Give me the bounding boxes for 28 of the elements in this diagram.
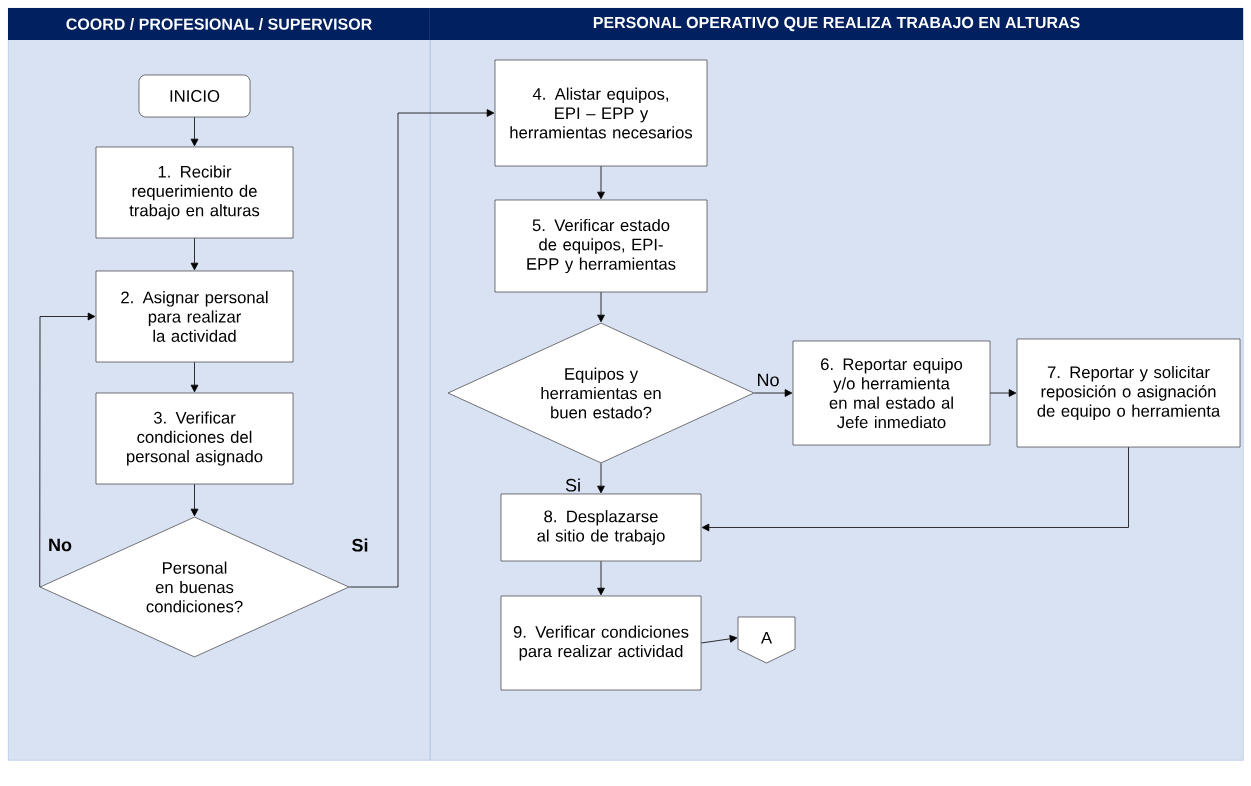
process-box: 4. Alistar equipos, EPI – EPP y herramientas necesarios — [494, 59, 708, 167]
arrow — [190, 116, 199, 147]
arrow — [597, 291, 605, 323]
process-box: 1. Recibir requerimiento de trabajo en alturas — [95, 146, 294, 239]
offpage-connector: A — [737, 616, 796, 664]
arrow — [190, 237, 199, 271]
arrow — [190, 361, 199, 393]
process-box: 2. Asignar personal para realizar la actividad — [95, 270, 294, 363]
process-box: 7. Reportar y solicitar reposición o asignación de equipo o herramienta — [1016, 338, 1241, 448]
arrow — [701, 446, 1129, 532]
arrow — [39, 312, 96, 588]
process-box: 8. Desplazarse al sitio de trabajo — [500, 493, 702, 562]
arrow — [597, 462, 605, 494]
arrow — [597, 560, 605, 596]
arrow — [753, 389, 793, 397]
arrow — [989, 389, 1017, 397]
edge-label: Si — [350, 537, 370, 553]
start-terminal: INICIO — [138, 74, 251, 118]
process-box: 6. Reportar equipo y/o herramienta en mal estado al Jefe inmediato — [792, 340, 991, 446]
edge-label: No — [755, 372, 781, 388]
arrow — [700, 635, 738, 644]
arrow — [190, 483, 199, 517]
edge-label: No — [46, 537, 74, 553]
process-box: 5. Verificar estado de equipos, EPI- EPP y herramientas — [494, 199, 708, 293]
arrow — [348, 109, 495, 588]
arrow — [597, 165, 605, 200]
process-box: 9. Verificar condiciones para realizar actividad — [500, 595, 702, 691]
process-box: 3. Verificar condiciones del personal asignado — [95, 392, 294, 485]
